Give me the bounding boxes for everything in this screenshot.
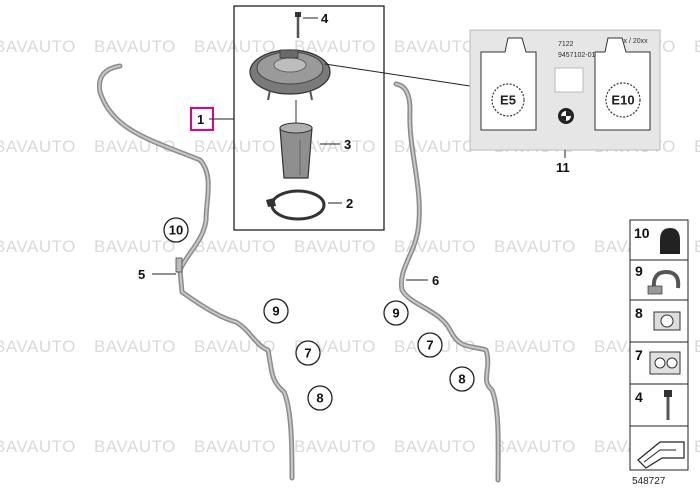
side-part-4: 4 bbox=[635, 389, 643, 405]
watermark-text: BAVAUTO bbox=[0, 137, 76, 156]
vent-line-left bbox=[96, 63, 295, 481]
watermark-text: BAVAUTO bbox=[194, 437, 276, 456]
svg-text:9: 9 bbox=[272, 304, 279, 319]
circle-callout-8-right: 8 bbox=[449, 366, 475, 392]
watermark-text: BAVAUTO bbox=[0, 337, 76, 356]
bolt-icon bbox=[664, 390, 672, 420]
callout-6: 6 bbox=[432, 273, 439, 288]
svg-text:7: 7 bbox=[304, 346, 311, 361]
watermark-text: BAVAUTO bbox=[194, 137, 276, 156]
callout-1: 1 bbox=[197, 112, 204, 127]
callout-5: 5 bbox=[138, 267, 145, 282]
sticker-ref: xx / 20xx bbox=[620, 38, 648, 45]
svg-text:7: 7 bbox=[426, 338, 433, 353]
watermark-text: BAVAUTO bbox=[0, 237, 76, 256]
sticker-blank-square bbox=[554, 67, 584, 93]
vent-line-right bbox=[393, 81, 501, 483]
watermark-text: BAVAUTO bbox=[494, 237, 576, 256]
watermark-text: BAVAUTO bbox=[294, 237, 376, 256]
watermark-text: BAVAUTO bbox=[294, 437, 376, 456]
double-clip-icon bbox=[649, 351, 681, 375]
side-part-9: 9 bbox=[635, 263, 643, 279]
watermark-text: BAVAUTO bbox=[394, 137, 476, 156]
watermark-text: BAVAUTO bbox=[394, 37, 476, 56]
seal-ring-part-2 bbox=[266, 189, 342, 221]
circle-callout-7-left: 7 bbox=[295, 340, 321, 366]
watermark-text: BAVAUTO bbox=[0, 437, 76, 456]
direction-arrow-icon bbox=[637, 441, 685, 469]
watermark-text: BAVAUTO bbox=[494, 337, 576, 356]
side-parts-legend: 10 9 8 7 4 bbox=[629, 219, 689, 471]
watermark-text: BAVAUTO bbox=[294, 137, 376, 156]
watermark-text: BAVAUTO bbox=[94, 437, 176, 456]
fuel-label-sticker-part-11: xx / 20xx 7122 9457102-01 E5 E10 bbox=[469, 29, 661, 151]
svg-text:8: 8 bbox=[458, 372, 465, 387]
circle-callout-8-left: 8 bbox=[307, 385, 333, 411]
hose-clamp-icon bbox=[647, 269, 681, 295]
circle-callout-9-left: 9 bbox=[263, 298, 289, 324]
sticker-code-2: 9457102-01 bbox=[558, 52, 595, 59]
exploded-view-frame bbox=[233, 5, 385, 231]
watermark-text: BAVAUTO bbox=[694, 237, 700, 256]
fuel-pump-pot-part-3 bbox=[279, 100, 340, 179]
svg-text:8: 8 bbox=[316, 391, 323, 406]
fuel-grade-e10: E10 bbox=[611, 93, 634, 108]
cap-icon bbox=[660, 228, 680, 254]
side-part-8: 8 bbox=[635, 305, 643, 321]
circle-callout-9-right: 9 bbox=[383, 300, 409, 326]
side-part-10: 10 bbox=[634, 225, 650, 241]
watermark-text: BAVAUTO bbox=[94, 337, 176, 356]
clip-holder-icon bbox=[653, 311, 681, 331]
watermark-text: BAVAUTO bbox=[694, 337, 700, 356]
sticker-code-1: 7122 bbox=[558, 41, 574, 48]
fuel-sender-flange bbox=[249, 49, 331, 101]
callout-11: 11 bbox=[556, 160, 570, 175]
screw-part-4 bbox=[295, 12, 318, 38]
watermark-text: BAVAUTO bbox=[194, 237, 276, 256]
watermark-text: BAVAUTO bbox=[94, 37, 176, 56]
watermark-text: BAVAUTO bbox=[494, 437, 576, 456]
svg-text:10: 10 bbox=[169, 223, 183, 238]
circle-callout-10: 10 bbox=[163, 217, 189, 243]
watermark-text: BAVAUTO bbox=[394, 237, 476, 256]
watermark-text: BAVAUTO bbox=[94, 237, 176, 256]
callout-4: 4 bbox=[321, 11, 329, 26]
watermark-text: BAVAUTO bbox=[694, 37, 700, 56]
watermark-text: BAVAUTO bbox=[694, 437, 700, 456]
callout-2: 2 bbox=[346, 196, 353, 211]
watermark-text: BAVAUTO bbox=[0, 37, 76, 56]
watermark-text: BAVAUTO bbox=[194, 37, 276, 56]
bmw-logo-icon bbox=[558, 108, 574, 124]
watermark-text: BAVAUTO bbox=[694, 137, 700, 156]
side-part-7: 7 bbox=[635, 347, 643, 363]
watermark-text: BAVAUTO bbox=[394, 437, 476, 456]
watermark-text: BAVAUTO bbox=[294, 37, 376, 56]
svg-text:9: 9 bbox=[392, 306, 399, 321]
callout-3: 3 bbox=[344, 137, 351, 152]
diagram-number: 548727 bbox=[632, 476, 666, 487]
circle-callout-7-right: 7 bbox=[417, 332, 443, 358]
fuel-grade-e5: E5 bbox=[500, 93, 516, 108]
